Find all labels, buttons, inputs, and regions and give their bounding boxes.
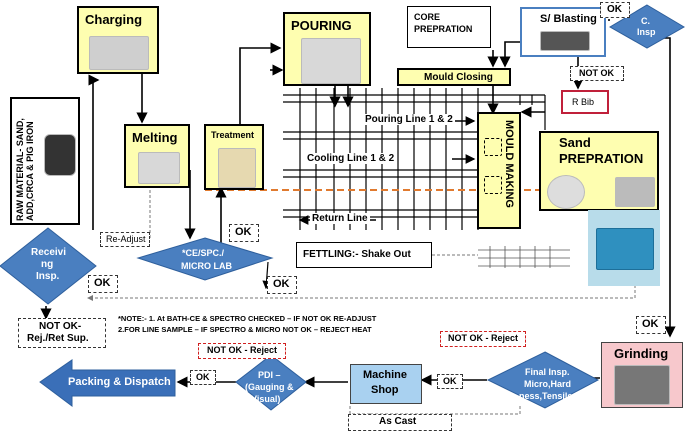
grinding-box: Grinding — [601, 342, 683, 408]
ladle-icon — [138, 152, 180, 184]
final-ok-box: OK — [437, 374, 463, 389]
ok-label: OK — [607, 4, 622, 15]
mould-making-box: MOULD MAKING — [477, 112, 521, 229]
note-line-1: *NOTE:- 1. At BATH-CE & SPECTRO CHECKED … — [118, 314, 377, 323]
receiving-label-3: Insp. — [36, 271, 60, 282]
cooling-line-label: Cooling Line 1 & 2 — [305, 153, 397, 164]
grinding-ok-box: OK — [636, 316, 666, 334]
final-insp-label-3: ness,Tensile — [519, 391, 573, 401]
ok-label: OK — [196, 372, 210, 382]
not-ok-label: NOT OK — [579, 68, 614, 78]
not-ok-rej-label: NOT OK- — [39, 321, 82, 332]
ore-pile-icon — [44, 134, 76, 176]
pdi-not-ok-reject-box: NOT OK - Reject — [198, 343, 286, 359]
core-label: CORE — [414, 12, 441, 22]
ok-label: OK — [235, 226, 252, 238]
ok-label: OK — [642, 318, 659, 330]
pdi-label: PDI – — [258, 370, 281, 380]
final-not-ok-reject-box: NOT OK - Reject — [440, 331, 526, 347]
pouring-label: POURING — [291, 18, 352, 33]
c-insp-label-2: Insp — [637, 27, 656, 37]
final-insp-diamond — [486, 351, 600, 409]
pdi-ok-box: OK — [190, 370, 216, 385]
machine-shop-box: Machine Shop — [350, 364, 422, 404]
sand-preparation-box: Sand PREPRATION — [539, 131, 659, 211]
note-line-2: 2.FOR LINE SAMPLE – IF SPECTRO & MICRO N… — [118, 325, 372, 334]
c-insp-label: C. — [641, 16, 650, 26]
mould-pattern-icon — [484, 176, 502, 194]
sand-preparation-label: PREPRATION — [559, 151, 644, 166]
machine-shop-label-2: Shop — [371, 384, 399, 396]
lab-label-2: MICRO LAB — [181, 261, 232, 271]
re-adjust-label: Re-Adjust — [106, 234, 146, 244]
s-blasting-box: S/ Blasting — [520, 7, 606, 57]
final-insp-label: Final Insp. — [525, 367, 570, 377]
raw-material-box: RAW MATERIAL- SAND, ADD,CRCA & PIG IRON — [10, 97, 80, 225]
lab-label: *CE/SPC./ — [182, 248, 225, 258]
pdi-label-3: Visual) — [251, 394, 281, 404]
r-bib-box: R Bib — [561, 90, 609, 114]
treatment-box: Treatment — [204, 124, 264, 190]
ok-label: OK — [94, 277, 111, 289]
pouring-line-label: Pouring Line 1 & 2 — [363, 114, 455, 125]
mould-closing-label: Mould Closing — [424, 72, 493, 83]
return-line-label: Return Line — [310, 213, 370, 224]
shakeout-machine-icon — [596, 228, 654, 270]
receiving-label-2: ng — [41, 259, 54, 270]
worker-icon — [218, 148, 256, 188]
mould-making-label: MOULD MAKING — [503, 120, 515, 208]
receiving-ok-box: OK — [88, 275, 118, 293]
pdi-label-2: (Gauging & — [245, 382, 294, 392]
packing-dispatch-label: Packing & Dispatch — [68, 376, 171, 388]
melting-box: Melting — [124, 124, 190, 188]
not-ok-reject-label: NOT OK - Reject — [207, 345, 278, 355]
final-insp-label-2: Micro,Hard — [524, 379, 572, 389]
sand-mixer-icon — [547, 175, 585, 209]
ok-label: OK — [443, 376, 457, 386]
treatment-label: Treatment — [211, 130, 255, 140]
weighing-scale-icon — [89, 36, 149, 70]
lab-ok-box: OK — [229, 224, 259, 242]
as-cast-box: As Cast — [348, 414, 452, 431]
shakeout-machine-panel — [588, 210, 660, 286]
sand-label: Sand — [559, 135, 591, 150]
machine-shop-label: Machine — [363, 369, 408, 381]
mould-pattern-icon — [484, 138, 502, 156]
sand-mixer-icon — [615, 177, 655, 207]
pouring-worker-icon — [301, 38, 361, 84]
preparation-label: PREPRATION — [414, 24, 473, 34]
not-ok-rej-label-2: Rej./Ret Sup. — [27, 333, 89, 344]
pouring-box: POURING — [283, 12, 371, 86]
charging-box: Charging — [77, 6, 159, 74]
s-blasting-label: S/ Blasting — [540, 13, 597, 25]
r-bib-label: R Bib — [572, 97, 595, 107]
pdi-diamond — [235, 354, 307, 411]
lab-diamond — [136, 237, 274, 281]
core-preparation-box: CORE PREPRATION — [407, 6, 491, 48]
ok-label: OK — [273, 278, 290, 290]
re-adjust-box: Re-Adjust — [100, 232, 150, 247]
fettling-ok-box: OK — [267, 276, 297, 294]
fettling-label: FETTLING:- Shake Out — [303, 249, 411, 260]
charging-label: Charging — [85, 12, 143, 27]
packing-dispatch-arrow — [39, 359, 176, 407]
receiving-not-ok-box: NOT OK- Rej./Ret Sup. — [18, 318, 106, 348]
melting-label: Melting — [132, 130, 178, 145]
mould-closing-box: Mould Closing — [397, 68, 511, 86]
c-insp-diamond — [609, 4, 685, 49]
fettling-box: FETTLING:- Shake Out — [296, 242, 432, 268]
as-cast-label: As Cast — [379, 416, 417, 427]
not-ok-reject-label: NOT OK - Reject — [448, 333, 519, 343]
grinding-label: Grinding — [614, 346, 669, 361]
blasting-not-ok-box: NOT OK — [570, 66, 624, 81]
receiving-label: Receivi — [31, 247, 67, 258]
blasting-machine-icon — [540, 31, 590, 51]
raw-material-label: RAW MATERIAL- SAND, ADD,CRCA & PIG IRON — [15, 118, 35, 221]
angle-grinder-icon — [614, 365, 670, 405]
c-insp-ok-box: OK — [600, 2, 630, 18]
receiving-inspection-diamond — [0, 227, 97, 305]
